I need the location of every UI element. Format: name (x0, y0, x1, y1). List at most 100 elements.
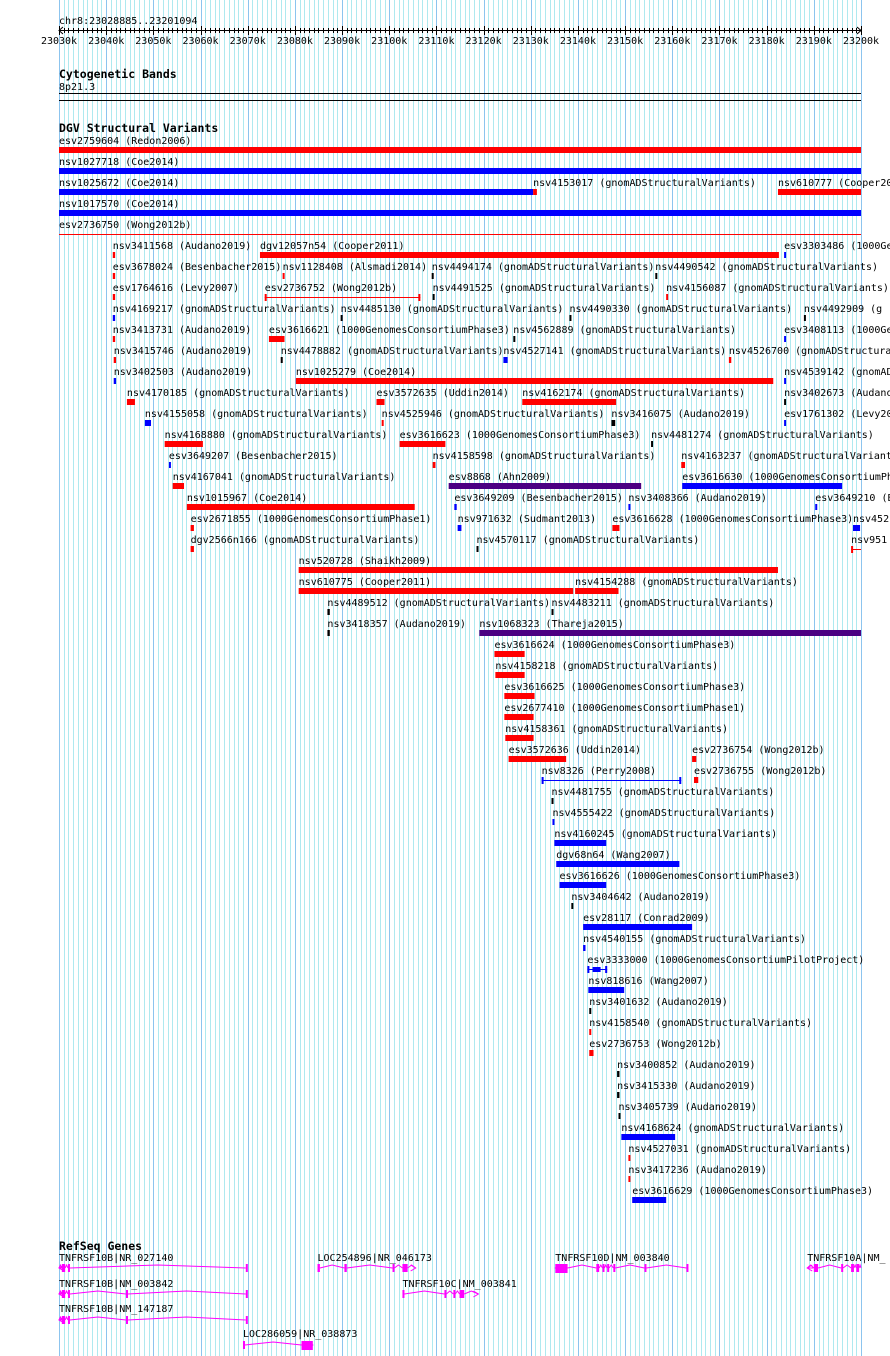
variant-feature[interactable]: esv3572635 (Uddin2014) (376, 388, 509, 405)
variant-feature[interactable]: nsv4527031 (gnomADStructuralVariants) (628, 1144, 851, 1161)
variant-feature[interactable]: nsv4153017 (gnomADStructuralVariants) (533, 178, 756, 195)
variant-feature[interactable]: nsv971632 (Sudmant2013) (457, 514, 596, 531)
variant-feature[interactable]: nsv1017570 (Coe2014) (59, 199, 861, 216)
variant-feature[interactable]: nsv1015967 (Coe2014) (186, 493, 415, 510)
variant-feature[interactable]: nsv4483211 (gnomADStructuralVariants) (551, 598, 775, 615)
variant-feature[interactable]: nsv4158361 (gnomADStructuralVariants) (505, 724, 728, 741)
variant-feature[interactable]: esv3408113 (1000Ge (784, 325, 890, 342)
variant-feature[interactable]: nsv4481274 (gnomADStructuralVariants) (651, 430, 874, 447)
variant-feature[interactable]: nsv3402503 (Audano2019) (113, 367, 252, 384)
variant-feature[interactable]: nsv4154288 (gnomADStructuralVariants) (575, 577, 798, 594)
variant-feature[interactable]: nsv4167041 (gnomADStructuralVariants) (172, 472, 396, 489)
variant-feature[interactable]: esv8868 (Ahn2009) (448, 472, 642, 489)
variant-feature[interactable]: esv3616628 (1000GenomesConsortiumPhase3) (612, 514, 853, 531)
variant-feature[interactable]: nsv3417236 (Audano2019) (628, 1165, 767, 1182)
variant-feature[interactable]: nsv3405739 (Audano2019) (618, 1102, 757, 1119)
variant-feature[interactable]: nsv3418357 (Audano2019) (327, 619, 466, 636)
variant-feature[interactable]: nsv4540155 (gnomADStructuralVariants) (583, 934, 806, 951)
variant-feature[interactable]: esv3678024 (Besenbacher2015) (112, 262, 282, 279)
variant-feature[interactable]: nsv4156087 (gnomADStructuralVariants) (666, 283, 889, 300)
gene-feature[interactable]: TNFRSF10D|NM_003840 (554, 1253, 689, 1273)
variant-feature[interactable]: nsv4527141 (gnomADStructuralVariants) (503, 346, 726, 363)
variant-feature[interactable]: nsv3415746 (Audano2019) (113, 346, 252, 363)
variant-feature[interactable]: nsv3413731 (Audano2019) (112, 325, 251, 342)
variant-feature[interactable]: nsv452 (852, 514, 889, 531)
variant-feature[interactable]: esv3303486 (1000Ge (784, 241, 890, 258)
variant-feature[interactable]: esv3616623 (1000GenomesConsortiumPhase3) (399, 430, 641, 447)
variant-feature[interactable]: esv3616629 (1000GenomesConsortiumPhase3) (632, 1186, 873, 1203)
gene-feature[interactable]: LOC254896|NR_046173 (317, 1253, 432, 1272)
variant-feature[interactable]: nsv4525946 (gnomADStructuralVariants) (381, 409, 605, 426)
variant-feature[interactable]: nsv4163237 (gnomADStructuralVariant (681, 451, 890, 468)
variant-feature[interactable]: esv3649209 (Besenbacher2015) (454, 493, 623, 510)
variant-feature[interactable]: esv2736752 (Wong2012b) (264, 283, 421, 301)
variant-feature[interactable]: esv2736753 (Wong2012b) (589, 1039, 722, 1056)
variant-feature[interactable]: esv2736754 (Wong2012b) (692, 745, 825, 762)
variant-feature[interactable]: nsv3400852 (Audano2019) (617, 1060, 756, 1077)
variant-feature[interactable]: nsv4491525 (gnomADStructuralVariants) (432, 283, 656, 300)
variant-feature[interactable]: dgv12057n54 (Cooper2011) (259, 241, 779, 258)
variant-feature[interactable]: nsv4489512 (gnomADStructuralVariants) (327, 598, 550, 615)
variant-feature[interactable]: nsv818616 (Wang2007) (588, 976, 709, 993)
variant-feature[interactable]: esv3649210 (B (815, 493, 890, 510)
variant-feature[interactable]: nsv520728 (Shaikh2009) (298, 556, 778, 573)
variant-feature[interactable]: dgv2566n166 (gnomADStructuralVariants) (190, 535, 420, 552)
gene-feature[interactable]: TNFRSF10B|NM_003842 (58, 1279, 248, 1298)
variant-feature[interactable]: nsv1027718 (Coe2014) (59, 157, 861, 174)
variant-feature[interactable]: nsv3404642 (Audano2019) (571, 892, 710, 909)
variant-feature[interactable]: nsv3415330 (Audano2019) (617, 1081, 756, 1098)
gene-feature[interactable]: TNFRSF10A|NM_ (806, 1253, 886, 1272)
variant-feature[interactable]: nsv4162174 (gnomADStructuralVariants) (522, 388, 745, 405)
variant-feature[interactable]: nsv4158540 (gnomADStructuralVariants) (589, 1018, 812, 1035)
variant-feature[interactable]: esv3333000 (1000GenomesConsortiumPilotPr… (587, 955, 864, 973)
variant-feature[interactable]: nsv4526700 (gnomADStructura (728, 346, 890, 363)
variant-feature[interactable]: nsv4169217 (gnomADStructuralVariants) (112, 304, 336, 321)
variant-feature[interactable]: nsv4539142 (gnomAD (784, 367, 890, 384)
variant-feature[interactable]: nsv610775 (Cooper2011) (298, 577, 574, 594)
variant-feature[interactable]: nsv8326 (Perry2008) (541, 766, 682, 784)
variant-feature[interactable]: nsv4160245 (gnomADStructuralVariants) (554, 829, 777, 846)
variant-feature[interactable]: nsv4494174 (gnomADStructuralVariants) (431, 262, 655, 279)
variant-feature[interactable]: nsv4478882 (gnomADStructuralVariants) (280, 346, 504, 363)
variant-feature[interactable]: nsv4481755 (gnomADStructuralVariants) (551, 787, 775, 804)
variant-feature[interactable]: nsv4485130 (gnomADStructuralVariants) (340, 304, 564, 321)
variant-feature[interactable]: nsv4555422 (gnomADStructuralVariants) (552, 808, 775, 825)
variant-feature[interactable]: nsv610777 (Cooper20 (777, 178, 890, 195)
variant-feature[interactable]: esv3572636 (Uddin2014) (508, 745, 641, 762)
gene-feature[interactable]: TNFRSF10C|NM_003841 (402, 1279, 517, 1298)
variant-feature[interactable]: esv1761302 (Levy20 (784, 409, 890, 426)
variant-feature[interactable]: esv2759604 (Redon2006) (59, 136, 861, 153)
gene-feature[interactable]: TNFRSF10B|NM_147187 (58, 1304, 248, 1324)
gene-feature[interactable]: TNFRSF10B|NR_027140 (58, 1253, 248, 1272)
variant-feature[interactable]: nsv4490542 (gnomADStructuralVariants) (655, 262, 878, 279)
variant-feature[interactable]: esv2677410 (1000GenomesConsortiumPhase1) (504, 703, 745, 720)
variant-feature[interactable]: nsv4562889 (gnomADStructuralVariants) (513, 325, 736, 342)
variant-feature[interactable]: esv3616625 (1000GenomesConsortiumPhase3) (504, 682, 745, 699)
variant-feature[interactable]: nsv1068323 (Thareja2015) (479, 619, 861, 636)
variant-feature[interactable]: nsv4168624 (gnomADStructuralVariants) (621, 1123, 844, 1140)
variant-feature[interactable]: nsv4170185 (gnomADStructuralVariants) (126, 388, 350, 405)
variant-feature[interactable]: nsv4492909 (g (803, 304, 882, 321)
variant-feature[interactable]: esv1764616 (Levy2007) (112, 283, 239, 300)
variant-feature[interactable]: dgv68n64 (Wang2007) (556, 850, 680, 867)
variant-feature[interactable]: nsv4168880 (gnomADStructuralVariants) (164, 430, 388, 447)
variant-feature[interactable]: nsv4155058 (gnomADStructuralVariants) (144, 409, 368, 426)
variant-feature[interactable]: esv3616626 (1000GenomesConsortiumPhase3) (559, 871, 801, 888)
variant-feature[interactable]: nsv4570117 (gnomADStructuralVariants) (476, 535, 700, 552)
variant-feature[interactable]: nsv3416075 (Audano2019) (611, 409, 750, 426)
variant-feature[interactable]: esv2736755 (Wong2012b) (693, 766, 826, 783)
variant-feature[interactable]: esv3616621 (1000GenomesConsortiumPhase3) (268, 325, 510, 342)
variant-feature[interactable]: nsv3411568 (Audano2019) (112, 241, 251, 258)
variant-feature[interactable]: nsv1025279 (Coe2014) (295, 367, 774, 384)
variant-feature[interactable]: nsv1128408 (Alsmadi2014) (282, 262, 428, 279)
variant-feature[interactable]: nsv1025672 (Coe2014) (59, 178, 534, 195)
variant-feature[interactable]: nsv3401632 (Audano2019) (589, 997, 728, 1014)
variant-feature[interactable]: nsv3402673 (Audano (784, 388, 890, 405)
variant-feature[interactable]: esv28117 (Conrad2009) (583, 913, 710, 930)
variant-feature[interactable]: esv3616624 (1000GenomesConsortiumPhase3) (494, 640, 735, 657)
variant-feature[interactable]: nsv4158218 (gnomADStructuralVariants) (495, 661, 718, 678)
variant-feature[interactable]: nsv4158598 (gnomADStructuralVariants) (432, 451, 656, 468)
variant-feature[interactable]: esv3649207 (Besenbacher2015) (168, 451, 338, 468)
